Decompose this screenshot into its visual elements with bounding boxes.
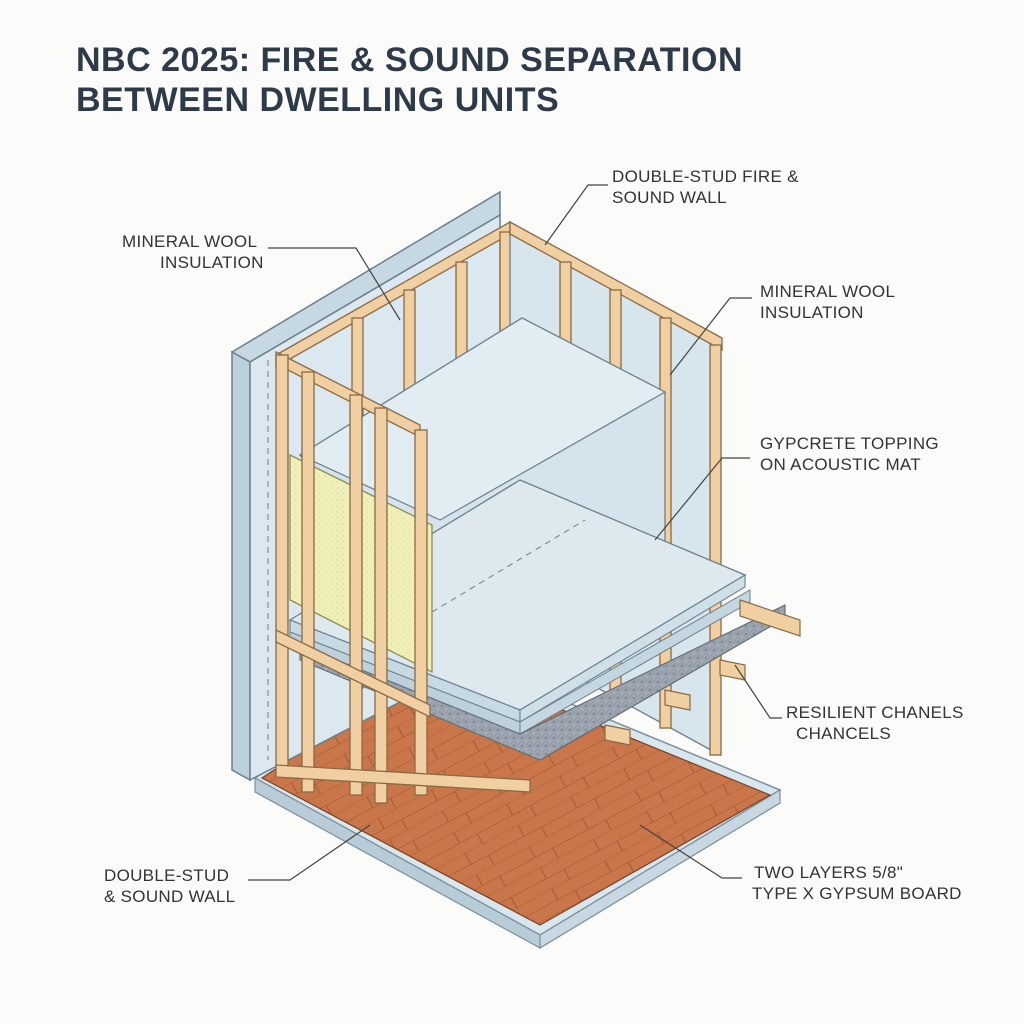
label-line: INSULATION <box>760 303 864 322</box>
page-title: NBC 2025: FIRE & SOUND SEPARATION BETWEE… <box>76 40 743 120</box>
label-line: DOUBLE-STUD FIRE & <box>612 167 799 186</box>
leader-gypsum <box>639 824 742 879</box>
label-line: DOUBLE-STUD <box>104 866 230 885</box>
leader-lines <box>248 184 782 881</box>
label-mineral-wool-insulation-right: MINERAL WOOL INSULATION <box>760 281 895 323</box>
label-double-stud-fire-sound-wall: DOUBLE-STUD FIRE & SOUND WALL <box>612 166 799 208</box>
leader-resilient <box>734 664 782 719</box>
label-resilient-channels: RESILIENT CHANELS CHANCELS <box>786 702 964 744</box>
label-line: INSULATION <box>160 253 264 272</box>
leader-gypcrete <box>654 457 750 541</box>
label-line: MINERAL WOOL <box>122 232 258 251</box>
label-line: & SOUND WALL <box>104 887 236 906</box>
leader-mineral-wool-right <box>669 297 752 376</box>
leader-double-stud-top <box>544 184 608 246</box>
label-line: MINERAL WOOL <box>760 282 896 301</box>
leader-double-stud-bottom <box>248 824 371 881</box>
label-mineral-wool-insulation-left: MINERAL WOOL INSULATION <box>122 231 264 273</box>
leader-mineral-wool-left <box>268 247 401 321</box>
label-line: GYPCRETE TOPPING <box>760 434 939 453</box>
label-double-stud-sound-wall: DOUBLE-STUD & SOUND WALL <box>104 865 235 907</box>
label-line: CHANCELS <box>796 724 891 743</box>
label-gypcrete-topping: GYPCRETE TOPPING ON ACOUSTIC MAT <box>760 433 939 475</box>
title-line-1: NBC 2025: FIRE & SOUND SEPARATION <box>76 41 743 79</box>
label-line: ON ACOUSTIC MAT <box>760 455 921 474</box>
label-line: RESILIENT CHANELS <box>786 703 964 722</box>
label-line: TYPE X GYPSUM BOARD <box>752 884 962 903</box>
label-line: TWO LAYERS 5/8" <box>754 863 904 882</box>
title-line-2: BETWEEN DWELLING UNITS <box>76 81 560 119</box>
floor-joists <box>604 599 801 746</box>
label-gypsum-board: TWO LAYERS 5/8" TYPE X GYPSUM BOARD <box>752 862 962 904</box>
label-line: SOUND WALL <box>612 188 727 207</box>
stud-wall-front <box>275 350 531 804</box>
